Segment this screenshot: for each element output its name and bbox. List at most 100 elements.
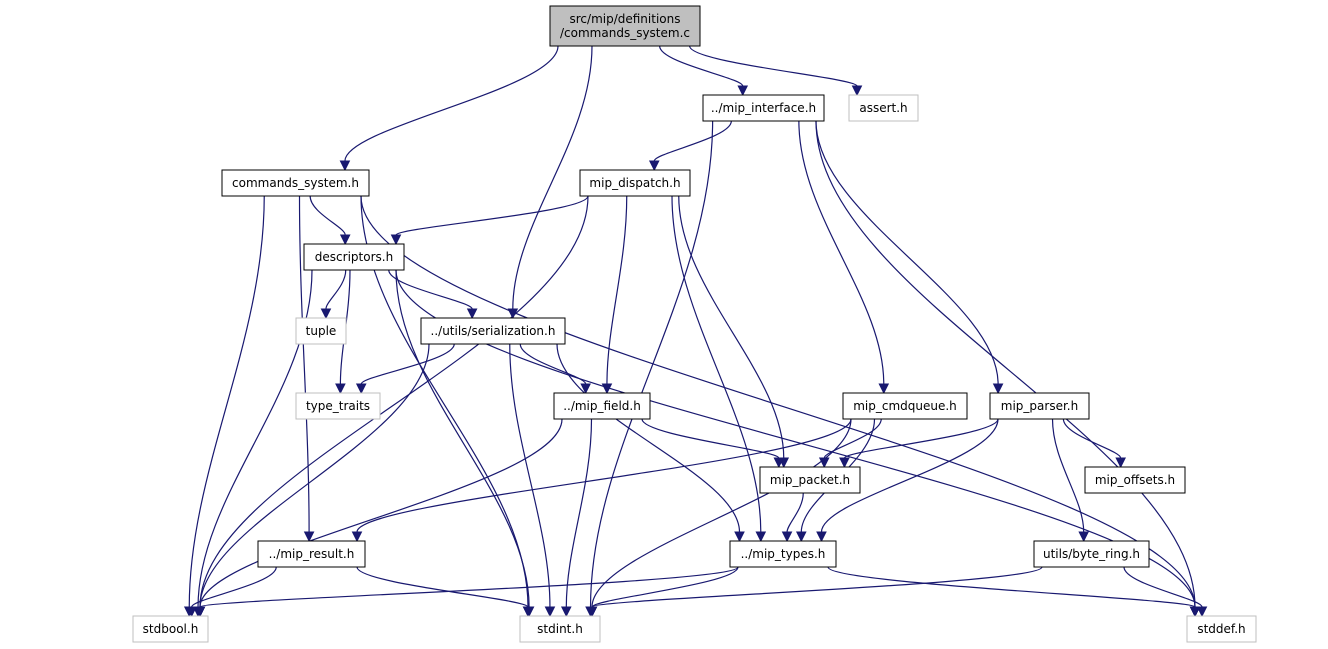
edge-arrowhead-mip_result-to-stdbool [186, 606, 197, 618]
edge-arrowhead-mip_cmdqueue-to-mip_result [351, 531, 363, 543]
node-label-stdint: stdint.h [537, 622, 583, 636]
node-box-root [549, 5, 701, 47]
node-mip_field[interactable]: ../mip_field.h [553, 392, 651, 420]
node-mip_types[interactable]: ../mip_types.h [729, 540, 837, 568]
node-mip_offsets[interactable]: mip_offsets.h [1084, 466, 1186, 494]
edge-mip_dispatch-to-mip_types [671, 195, 762, 533]
edge-mip_interface-to-stddef [815, 120, 1196, 608]
node-label-byte_ring: utils/byte_ring.h [1043, 547, 1140, 561]
nodes-layer: src/mip/definitions/commands_system.c ../… [132, 5, 1257, 643]
node-box-tuple [295, 317, 347, 345]
node-label-mip_types: ../mip_types.h [741, 547, 826, 561]
node-label-serialization: ../utils/serialization.h [431, 324, 556, 338]
node-descriptors[interactable]: descriptors.h [303, 243, 405, 271]
node-box-mip_offsets [1084, 466, 1186, 494]
node-box-mip_packet [759, 466, 861, 494]
edge-mip_interface-to-mip_cmdqueue [798, 120, 885, 385]
node-label-mip_offsets: mip_offsets.h [1095, 473, 1175, 487]
node-assert: assert.h [848, 94, 919, 122]
edge-commands_system-to-mip_result [298, 195, 310, 533]
node-label-mip_interface: ../mip_interface.h [711, 101, 816, 115]
edge-mip_cmdqueue-to-mip_packet [823, 418, 882, 459]
edge-arrowhead-byte_ring-to-stdint [586, 606, 598, 618]
node-label-stdbool: stdbool.h [143, 622, 199, 636]
edge-mip_interface-to-mip_parser [815, 120, 999, 385]
edge-root-to-mip_interface [659, 45, 744, 87]
edge-arrowhead-mip_interface-to-mip_cmdqueue [878, 383, 890, 395]
node-label-stddef: stddef.h [1197, 622, 1245, 636]
edge-commands_system-to-stdbool [188, 195, 265, 608]
node-label-descriptors: descriptors.h [315, 250, 393, 264]
edge-arrowhead-mip_dispatch-to-descriptors [390, 234, 402, 246]
node-box-stdint [519, 615, 601, 643]
edge-arrowhead-root-to-commands_system [339, 160, 351, 172]
edge-arrowhead-mip_types-to-stddef [1189, 606, 1201, 618]
node-label-mip_result: ../mip_result.h [269, 547, 355, 561]
edge-serialization-to-mip_types [556, 343, 741, 533]
node-byte_ring[interactable]: utils/byte_ring.h [1033, 540, 1150, 568]
edge-mip_parser-to-mip_packet [843, 418, 999, 459]
edge-arrowhead-mip_result-to-stdint [522, 606, 534, 618]
edge-mip_field-to-stdint [565, 418, 593, 608]
node-stddef: stddef.h [1186, 615, 1257, 643]
edge-mip_field-to-mip_packet [641, 418, 780, 459]
node-box-stdbool [132, 615, 209, 643]
edge-mip_dispatch-to-mip_field [606, 195, 628, 385]
node-serialization[interactable]: ../utils/serialization.h [420, 317, 566, 345]
node-box-mip_cmdqueue [842, 392, 968, 420]
node-label-mip_parser: mip_parser.h [1001, 399, 1078, 413]
edge-mip_types-to-stddef [827, 566, 1196, 608]
node-label-assert: assert.h [859, 101, 907, 115]
edge-mip_types-to-stdbool [199, 566, 739, 608]
edge-byte_ring-to-stdint [591, 566, 1043, 608]
edge-arrowhead-mip_packet-to-mip_types [781, 531, 793, 543]
node-label-root: src/mip/definitions [570, 12, 681, 26]
edge-arrowhead-root-to-mip_interface [737, 85, 749, 97]
edge-arrowhead-serialization-to-type_traits [355, 383, 367, 395]
edge-arrowhead-descriptors-to-type_traits [335, 383, 346, 395]
edge-mip_dispatch-to-mip_packet [678, 195, 785, 459]
node-label-tuple: tuple [306, 324, 337, 338]
edge-mip_parser-to-mip_types [820, 418, 999, 533]
node-box-descriptors [303, 243, 405, 271]
node-mip_packet[interactable]: mip_packet.h [759, 466, 861, 494]
edge-arrowhead-serialization-to-stdint [544, 606, 556, 618]
edge-mip_field-to-stdbool [199, 418, 563, 608]
node-stdint: stdint.h [519, 615, 601, 643]
edge-mip_parser-to-byte_ring [1051, 418, 1085, 533]
node-box-stddef [1186, 615, 1257, 643]
edge-arrowhead-descriptors-to-serialization [466, 308, 478, 320]
edge-descriptors-to-tuple [325, 269, 347, 310]
edge-root-to-serialization [512, 45, 593, 310]
edge-descriptors-to-stdint [395, 269, 530, 608]
edge-arrowhead-serialization-to-mip_types [734, 531, 745, 543]
node-mip_result[interactable]: ../mip_result.h [257, 540, 366, 568]
edge-arrowhead-mip_dispatch-to-mip_types [755, 531, 767, 543]
node-mip_parser[interactable]: mip_parser.h [989, 392, 1090, 420]
node-box-type_traits [295, 392, 381, 420]
node-mip_dispatch[interactable]: mip_dispatch.h [579, 169, 691, 197]
node-mip_interface[interactable]: ../mip_interface.h [702, 94, 825, 122]
node-label-commands_system: commands_system.h [232, 176, 359, 190]
edge-serialization-to-stdint [509, 343, 551, 608]
edge-arrowhead-mip_interface-to-mip_dispatch [648, 160, 660, 172]
edge-arrowhead-mip_field-to-mip_packet [773, 457, 785, 469]
edge-arrowhead-mip_parser-to-mip_offsets [1115, 457, 1126, 469]
node-label-mip_dispatch: mip_dispatch.h [589, 176, 680, 190]
edge-mip_result-to-stdbool [191, 566, 277, 608]
node-commands_system[interactable]: commands_system.h [221, 169, 370, 197]
edge-arrowhead-mip_field-to-stdint [560, 606, 572, 618]
node-mip_cmdqueue[interactable]: mip_cmdqueue.h [842, 392, 968, 420]
edge-arrowhead-commands_system-to-descriptors [339, 234, 351, 246]
edge-descriptors-to-serialization [388, 269, 473, 310]
edge-arrowhead-serialization-to-mip_field [580, 383, 591, 395]
node-root[interactable]: src/mip/definitions/commands_system.c [549, 5, 701, 47]
edge-arrowhead-mip_parser-to-byte_ring [1078, 531, 1090, 543]
edge-mip_interface-to-mip_dispatch [653, 120, 732, 162]
node-tuple: tuple [295, 317, 347, 345]
edge-arrowhead-mip_types-to-stdbool [194, 606, 206, 618]
edge-mip_result-to-stdint [356, 566, 529, 608]
node-box-serialization [420, 317, 566, 345]
edge-arrowhead-byte_ring-to-stddef [1196, 606, 1208, 618]
